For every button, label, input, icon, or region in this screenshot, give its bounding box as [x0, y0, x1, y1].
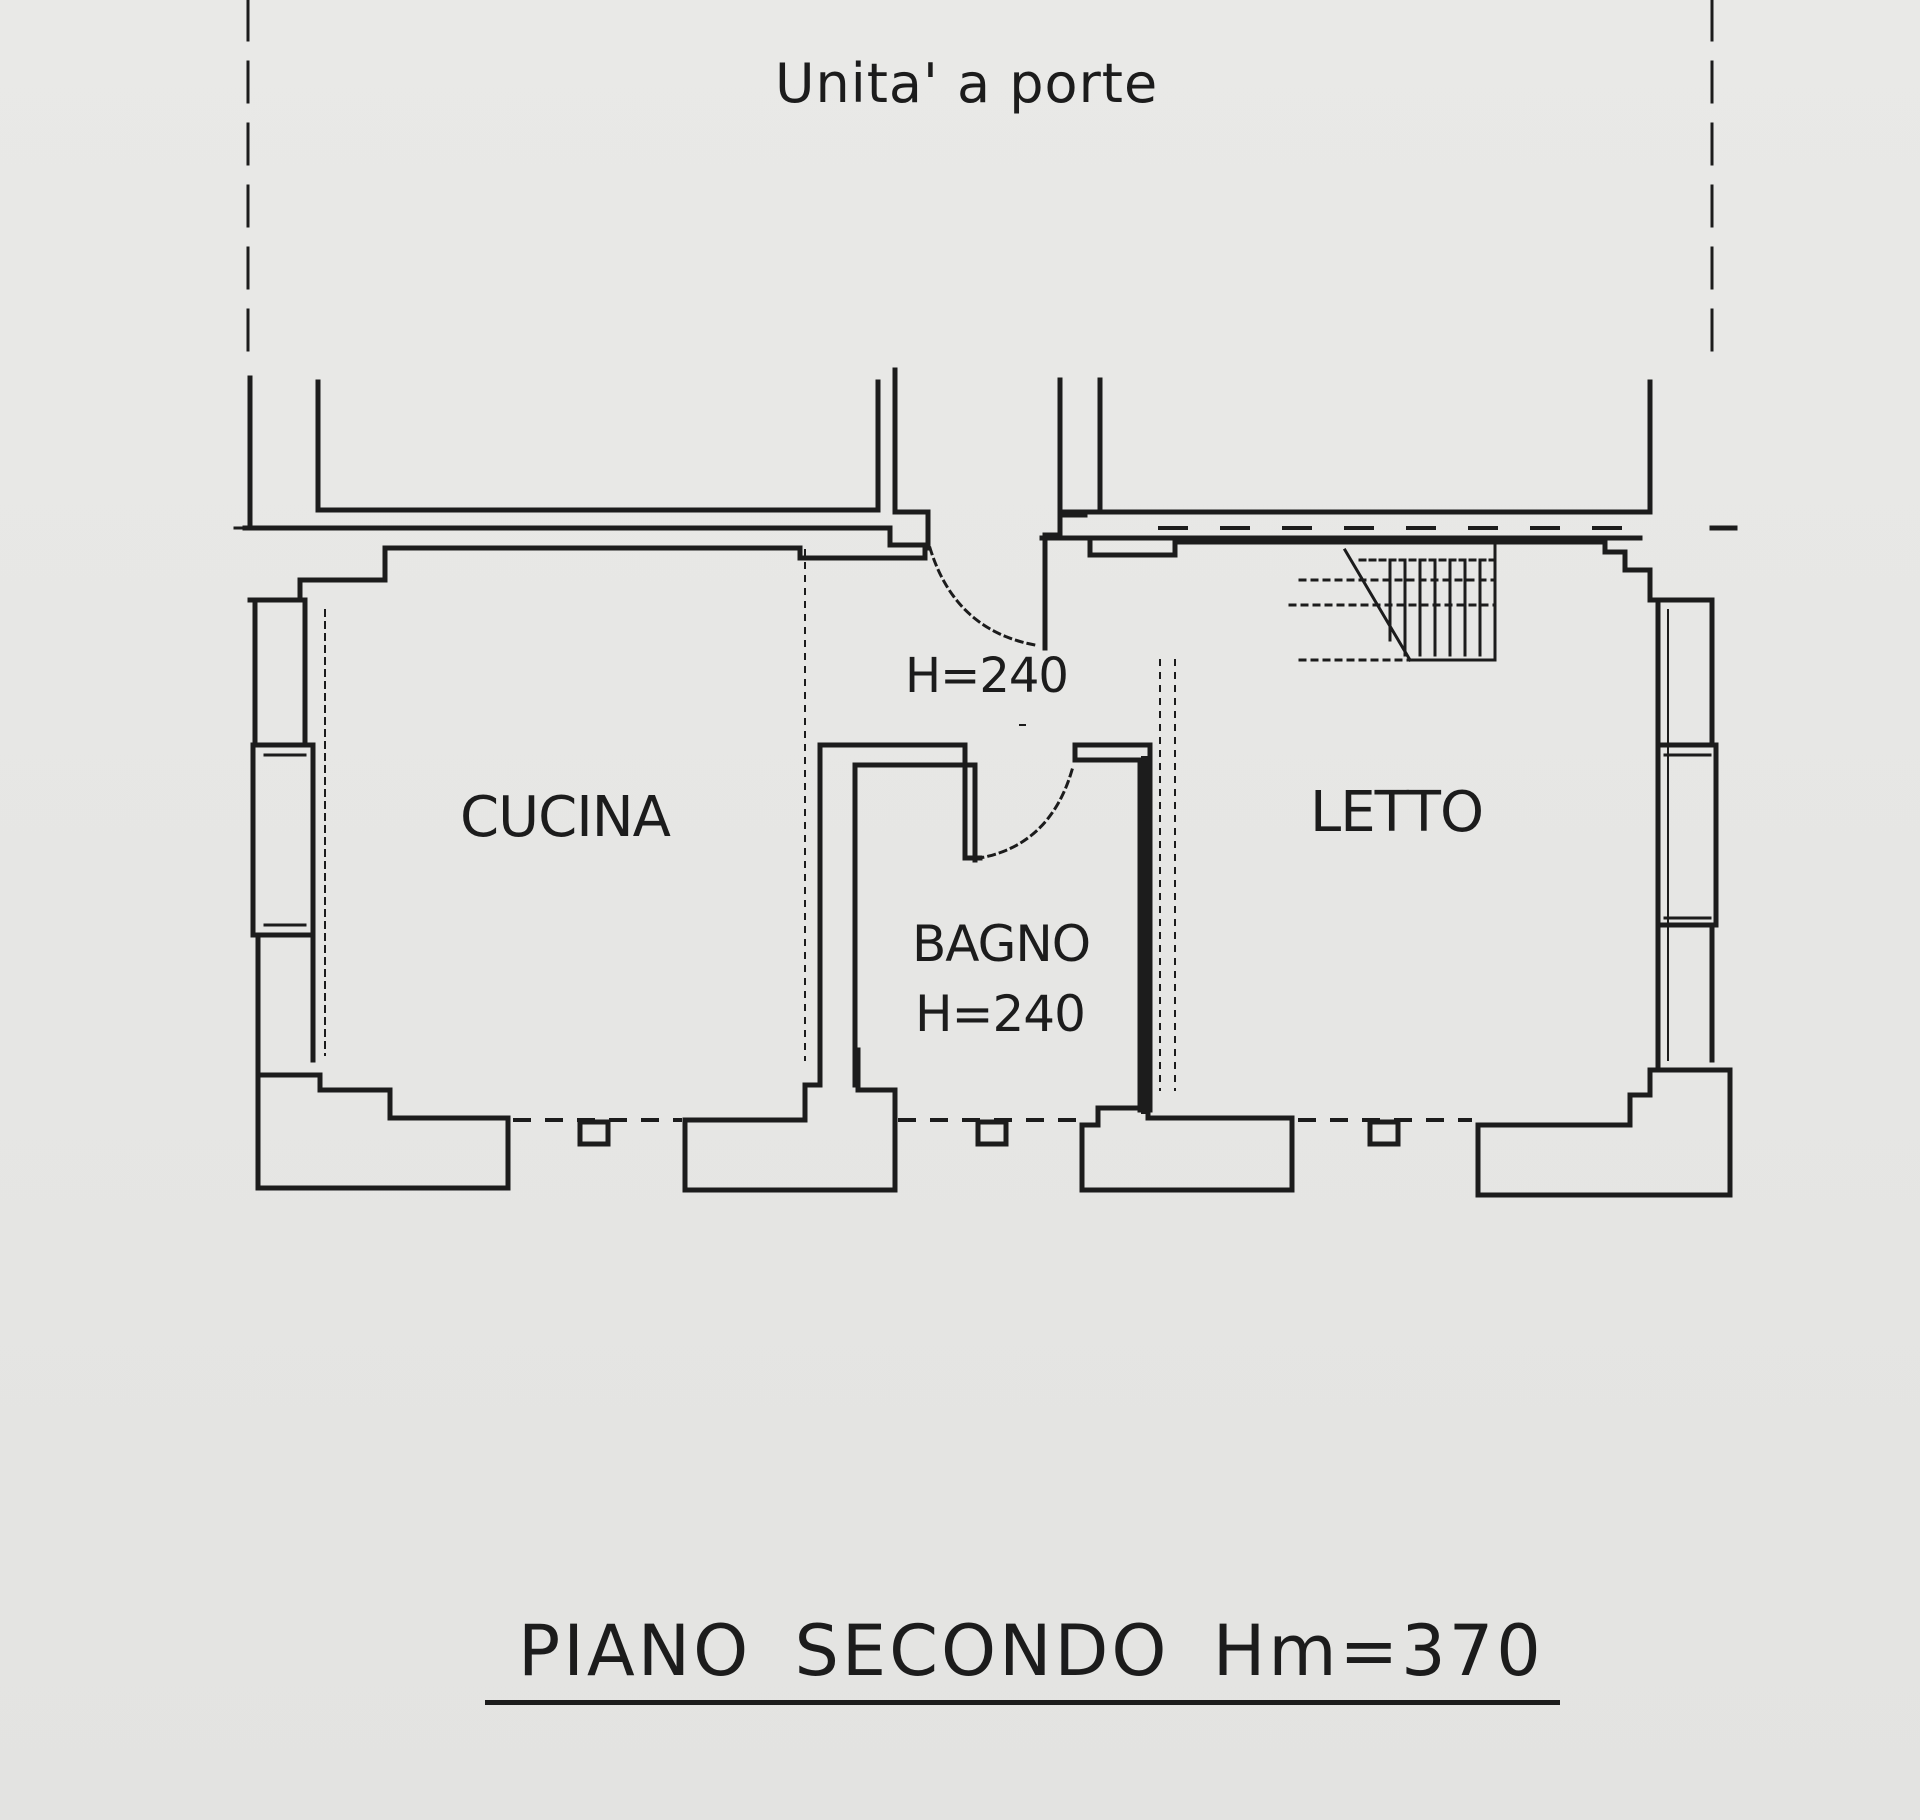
bagno-height-label: H=240	[915, 985, 1086, 1043]
plan-title-block: PIANO SECONDO Hm=370	[485, 1610, 1560, 1705]
room-label-letto: LETTO	[1310, 780, 1484, 845]
bottom-wall-pillars	[577, 1119, 1401, 1147]
bagno-walls	[817, 742, 1153, 1114]
left-wall	[250, 597, 326, 1063]
plan-title: PIANO SECONDO Hm=370	[518, 1610, 1544, 1692]
corridor-height-label: H=240	[905, 648, 1069, 704]
bagno-door-arc	[978, 768, 1074, 860]
adjacent-unit-label: Unita' a porte	[775, 52, 1159, 115]
top-wall-right	[1039, 377, 1738, 651]
dotted-lines	[804, 549, 1176, 1091]
staircase	[1288, 538, 1497, 663]
right-wall	[1655, 597, 1719, 1073]
bottom-wall	[255, 1047, 1733, 1198]
title-underline	[485, 1700, 1560, 1705]
top-wall-left	[233, 367, 931, 603]
corridor-door-arc	[928, 546, 1037, 647]
room-label-cucina: CUCINA	[460, 785, 671, 850]
room-label-bagno: BAGNO	[912, 915, 1091, 973]
